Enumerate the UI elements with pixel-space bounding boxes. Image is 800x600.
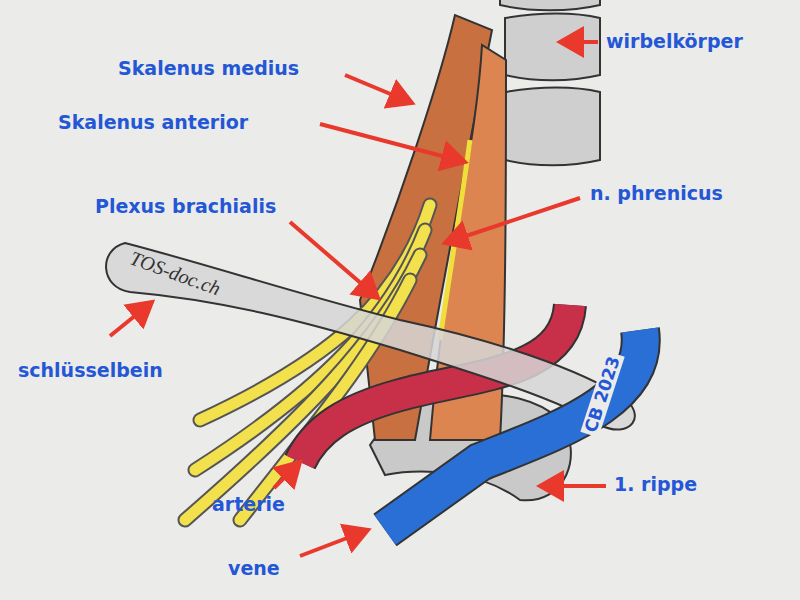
part-label: Skalenus medius bbox=[118, 58, 299, 79]
part-label: arterie bbox=[212, 494, 285, 515]
clavicle bbox=[106, 243, 635, 430]
part-label: vene bbox=[228, 558, 280, 579]
part-label: Skalenus anterior bbox=[58, 112, 248, 133]
vein bbox=[385, 330, 641, 530]
part-label: n. phrenicus bbox=[590, 183, 723, 204]
part-label: 1. rippe bbox=[614, 474, 697, 495]
brachial-plexus bbox=[185, 205, 430, 520]
part-label: schlüsselbein bbox=[18, 360, 163, 381]
part-label: Plexus brachialis bbox=[95, 196, 276, 217]
vertebra bbox=[500, 0, 600, 165]
part-label: wirbelkörper bbox=[606, 31, 743, 52]
